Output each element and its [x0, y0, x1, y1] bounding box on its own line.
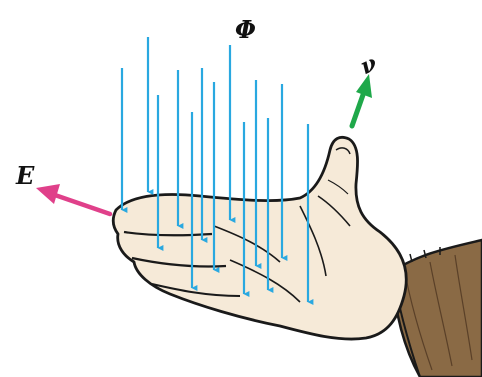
- sleeve-cuff-icon: [392, 240, 482, 377]
- e-label: E: [16, 164, 34, 188]
- velocity-direction-arrow: [352, 74, 372, 126]
- e-direction-arrow: [36, 184, 110, 214]
- phi-label: Φ: [235, 18, 256, 42]
